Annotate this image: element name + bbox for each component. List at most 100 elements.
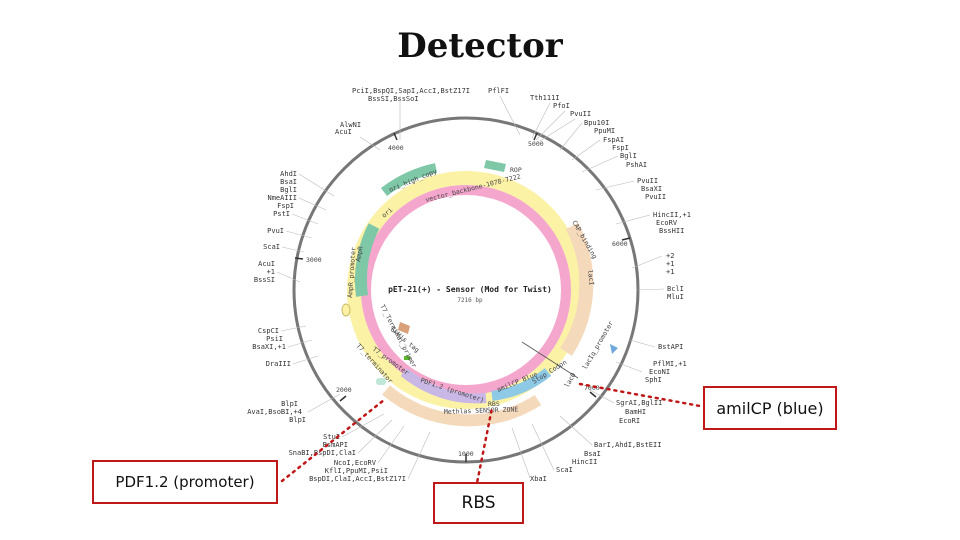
- sites-left: AhdI BsaI BglI NmeAIII FspI PstI PvuI Sc…: [247, 170, 406, 483]
- site-label: PpuMI: [594, 127, 615, 135]
- site-label: XbaI: [530, 475, 547, 483]
- site-label: DraIII: [266, 360, 291, 368]
- site-label: AhdI: [280, 170, 297, 178]
- laco-label: lacO: [563, 371, 578, 389]
- laco-pointer: [521, 341, 579, 379]
- site-label: PfoI: [553, 102, 570, 110]
- site-label: PvuII: [645, 193, 666, 201]
- amilcp-arc: [491, 368, 552, 401]
- site-label: CspCI: [258, 327, 279, 335]
- site-label: AvaI,BsoBI,+4: [247, 408, 302, 416]
- callout-pdf-promoter: PDF1.2 (promoter): [92, 460, 278, 504]
- site-label: PciI,BspQI,SapI,AccI,BstZ17I: [352, 87, 470, 95]
- site-label: PstI: [273, 210, 290, 218]
- site-label: BssSI: [254, 276, 275, 284]
- site-label: AcuI: [258, 260, 275, 268]
- callout-rbs: RBS: [433, 482, 524, 524]
- site-label: PsiI: [266, 335, 283, 343]
- site-label: MluI: [667, 293, 684, 301]
- t7-promoter-marker: [404, 356, 410, 360]
- site-label: +1: [666, 268, 674, 276]
- tick-label-6000: 6000: [612, 240, 628, 248]
- sites-top-leaders: [359, 95, 576, 151]
- methlas-label: Methlas SENSOR ZONE: [444, 405, 519, 416]
- plasmid-size: 7216 bp: [457, 297, 483, 304]
- f1-ori-marker: [341, 303, 351, 317]
- callout-amilcp: amilCP (blue): [703, 386, 837, 430]
- site-label: PshAI: [626, 161, 647, 169]
- page-title: Detector: [397, 26, 563, 66]
- callout-connectors: [280, 382, 702, 490]
- site-label: BarI,AhdI,BstEII: [594, 441, 661, 449]
- site-label: AlwNI: [340, 121, 361, 129]
- site-label: SnaBI,BspDI,ClaI: [289, 449, 356, 457]
- sites-right: Bpu10I PpuMI FspAI FspI BglI PshAI PvuII…: [530, 119, 691, 483]
- site-label: BglI: [280, 186, 297, 194]
- site-label: AcuI: [335, 128, 352, 136]
- site-label: BlpI: [281, 400, 298, 408]
- site-label: BamHI: [625, 408, 646, 416]
- site-label: +1: [666, 260, 674, 268]
- site-label: KflI,PpuMI,PsiI: [325, 467, 388, 475]
- site-label: PvuII: [637, 177, 658, 185]
- site-label: NcoI,EcoRV: [334, 459, 377, 467]
- rbs-label: RBS: [488, 400, 500, 408]
- site-label: ScaI: [263, 243, 280, 251]
- laci-arc: [560, 222, 594, 356]
- tick-label-5000: 5000: [528, 140, 544, 148]
- site-label: BsaXI: [641, 185, 662, 193]
- site-label: BspDI,ClaI,AccI,BstZ17I: [309, 475, 406, 483]
- site-label: HincII: [572, 458, 597, 466]
- site-label: StuI: [323, 433, 340, 441]
- site-label: ScaI: [556, 466, 573, 474]
- sites-left-leaders: [276, 173, 431, 480]
- ori-high-copy-arc: [380, 163, 438, 197]
- site-label: FspI: [277, 202, 294, 210]
- tick-label-4000: 4000: [388, 144, 404, 152]
- tick-label-2000: 2000: [336, 386, 352, 394]
- site-label: BssSI,BssSoI: [368, 95, 419, 103]
- site-label: BsmAPI: [323, 441, 348, 449]
- site-label: NmeAIII: [267, 194, 297, 202]
- site-label: BsaI: [280, 178, 297, 186]
- pdf-arc: [400, 368, 487, 404]
- site-label: BsaXI,+1: [252, 343, 286, 351]
- laci-label: lacI: [586, 269, 596, 285]
- site-label: Bpu10I: [584, 119, 609, 127]
- tick-label-1000: 1000: [458, 450, 474, 458]
- rop-label: ROP: [510, 166, 522, 174]
- site-label: HincII,+1: [653, 211, 691, 219]
- ampr-arc: [354, 223, 380, 297]
- tick-label-7000: 7000: [584, 384, 600, 392]
- plasmid-name: pET-21(+) - Sensor (Mod for Twist): [388, 284, 552, 294]
- site-label: +1: [267, 268, 275, 276]
- site-label: BclI: [667, 285, 684, 293]
- methlas-arc: [382, 385, 542, 427]
- site-label: BsaI: [584, 450, 601, 458]
- site-label: BssHII: [659, 227, 684, 235]
- site-label: +2: [666, 252, 674, 260]
- site-label: PvuII: [570, 110, 591, 118]
- site-label: PflMI,+1: [653, 360, 687, 368]
- site-label: FspAI: [603, 136, 624, 144]
- site-label: BlpI: [289, 416, 306, 424]
- site-label: EcoNI: [649, 368, 670, 376]
- tick-label-3000: 3000: [306, 256, 322, 264]
- sites-top: PciI,BspQI,SapI,AccI,BstZ17I BssSI,BssSo…: [335, 87, 591, 136]
- tick-marks: [294, 132, 631, 462]
- site-label: SgrAI,BglII: [616, 399, 662, 407]
- sites-right-leaders: [511, 122, 665, 479]
- blue-site-marker: [610, 344, 618, 354]
- ampr-label: AmpR: [354, 245, 365, 262]
- site-label: Tth111I: [530, 94, 560, 102]
- ampr-promoter-label: AmpR_promoter: [346, 247, 358, 298]
- rop-arrow: [484, 160, 506, 172]
- site-label: EcoRV: [656, 219, 678, 227]
- site-label: PflFI: [488, 87, 509, 95]
- his-tag-marker: [398, 322, 410, 334]
- site-label: PvuI: [267, 227, 284, 235]
- site-label: BstAPI: [658, 343, 683, 351]
- site-label: FspI: [612, 144, 629, 152]
- site-label: SphI: [645, 376, 662, 384]
